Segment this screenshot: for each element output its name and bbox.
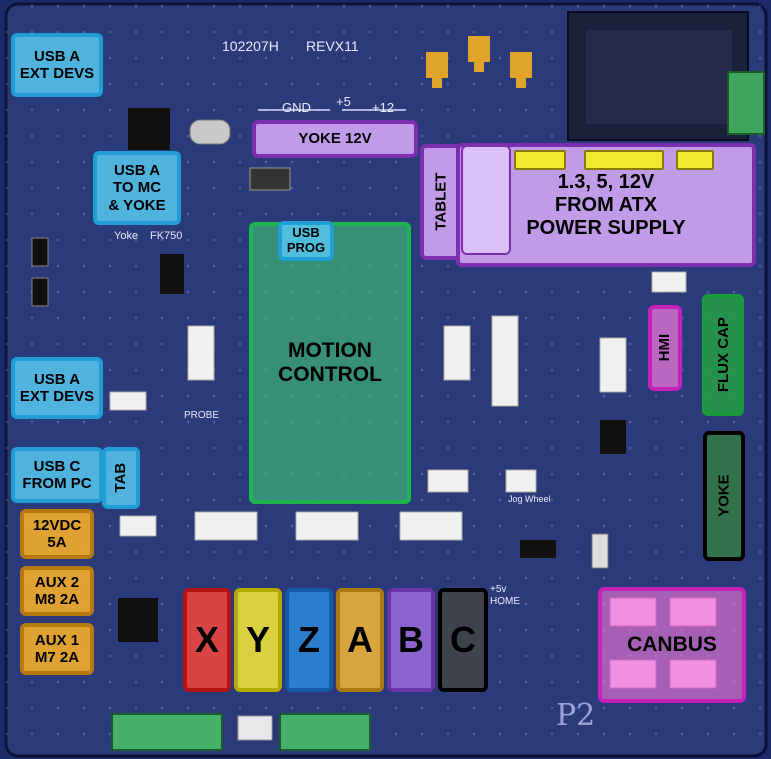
silk-yoke: Yoke xyxy=(114,230,139,242)
chip xyxy=(128,108,170,150)
tablet-label: TABLET xyxy=(420,144,462,260)
board-revision: REVX11 xyxy=(306,38,359,54)
chip xyxy=(520,540,556,558)
signature-p2: P2 xyxy=(556,698,596,733)
connector-white xyxy=(295,511,359,541)
chip xyxy=(600,420,626,454)
connector-white xyxy=(194,511,258,541)
yoke-label: YOKE xyxy=(703,431,745,561)
flux-cap-label: FLUX CAP xyxy=(702,294,744,416)
push-button xyxy=(31,237,49,267)
aux-1-label: AUX 1 M7 2A xyxy=(20,623,94,675)
axis-x-label: X xyxy=(183,588,231,692)
usb-c-from-pc-label: USB C FROM PC xyxy=(11,447,103,503)
connector-bottom-white xyxy=(237,715,273,741)
usb-a-ext-devs-label: USB A EXT DEVS xyxy=(11,33,103,97)
12vdc-5a-label: 12VDC 5A xyxy=(20,509,94,559)
aux-2-label: AUX 2 M8 2A xyxy=(20,566,94,616)
molex-connector xyxy=(461,145,511,255)
usb-a-ext-devs-label-2: USB A EXT DEVS xyxy=(11,357,103,419)
usb-prog-label: USB PROG xyxy=(278,221,334,261)
silk-fk750: FK750 xyxy=(150,230,183,242)
connector-white xyxy=(427,469,469,493)
atx-yellow-pins xyxy=(676,150,714,170)
connector-white xyxy=(109,391,147,411)
chip xyxy=(160,254,184,294)
board-part-number: 102207H xyxy=(222,38,279,54)
atx-yellow-pins xyxy=(514,150,566,170)
axis-z-label: Z xyxy=(285,588,333,692)
connector-white xyxy=(651,271,687,293)
axis-a-label: A xyxy=(336,588,384,692)
axis-y-label: Y xyxy=(234,588,282,692)
jumpers xyxy=(426,36,532,88)
push-button xyxy=(591,533,609,569)
silk-gnd: GND xyxy=(282,100,311,115)
slide-switch xyxy=(249,167,291,191)
push-button xyxy=(31,277,49,307)
atx-yellow-pins xyxy=(584,150,664,170)
connector-white xyxy=(491,315,519,407)
connector-white xyxy=(599,337,627,393)
axis-b-label: B xyxy=(387,588,435,692)
yoke-12v-label: YOKE 12V xyxy=(252,120,418,158)
terminal-bottom-mid xyxy=(279,713,371,751)
hmi-label: HMI xyxy=(648,305,682,391)
axis-c-label: C xyxy=(438,588,488,692)
fuse xyxy=(119,515,157,537)
silk-probe: PROBE xyxy=(184,410,220,421)
usb-a-mc-yoke-label: USB A TO MC & YOKE xyxy=(93,151,181,225)
silk-home: HOME xyxy=(490,596,520,607)
connector-white xyxy=(505,469,537,493)
crystal xyxy=(189,119,231,145)
chip xyxy=(118,598,158,642)
connector-white xyxy=(187,325,215,381)
tab-label: TAB xyxy=(102,447,140,509)
silk-plus5: +5 xyxy=(336,94,351,109)
silk-plus12: +12 xyxy=(372,100,395,115)
terminal-right xyxy=(727,71,765,135)
silk-plus5v: +5v xyxy=(490,584,507,595)
connector-white xyxy=(399,511,463,541)
motion-control-label: MOTION CONTROL xyxy=(249,222,411,504)
silk-jog-wheel: Jog Wheel xyxy=(508,494,551,504)
canbus-label: CANBUS xyxy=(598,587,746,703)
terminal-bottom-left xyxy=(111,713,223,751)
connector-white xyxy=(443,325,471,381)
